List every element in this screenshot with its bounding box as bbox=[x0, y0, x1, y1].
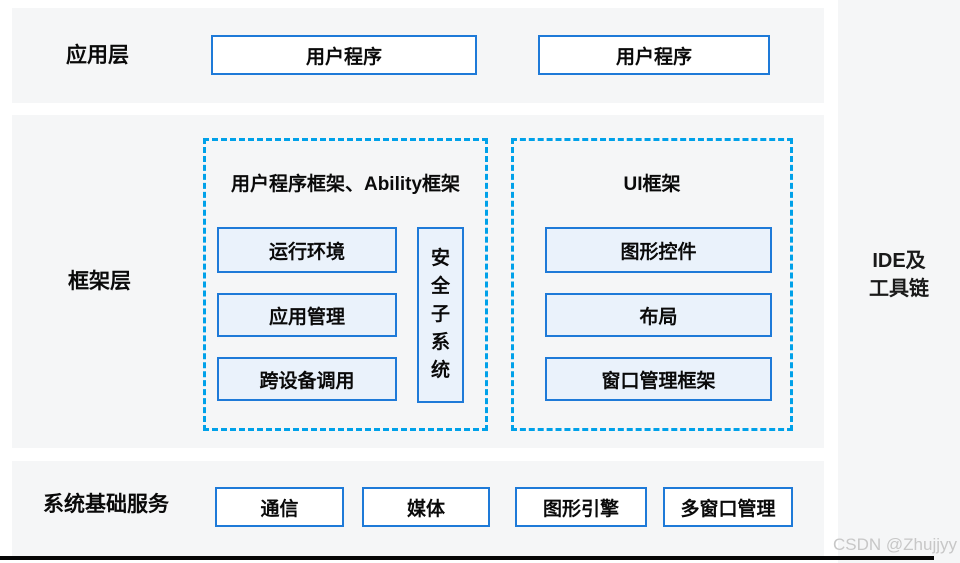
runtime-box: 运行环境 bbox=[217, 227, 397, 273]
security-subsystem-label: 安全子系统 bbox=[430, 248, 450, 381]
toolchain-label: IDE及 工具链 bbox=[838, 247, 960, 303]
ui-framework-title: UI框架 bbox=[623, 174, 681, 195]
toolchain-label-line1: IDE及 bbox=[872, 250, 926, 272]
framework-layer-band: 框架层 用户程序框架、Ability框架 运行环境 应用管理 跨设备调用 安全子… bbox=[12, 115, 824, 448]
media-box: 媒体 bbox=[362, 487, 490, 527]
services-layer-label: 系统基础服务 bbox=[43, 493, 169, 516]
graphics-engine-box: 图形引擎 bbox=[515, 487, 647, 527]
bottom-divider-line bbox=[0, 556, 934, 560]
layout-box: 布局 bbox=[545, 293, 772, 337]
ability-framework-group: 用户程序框架、Ability框架 运行环境 应用管理 跨设备调用 安全子系统 bbox=[203, 138, 488, 431]
communication-box: 通信 bbox=[215, 487, 344, 527]
application-layer-band: 应用层 用户程序 用户程序 bbox=[12, 8, 824, 103]
ability-framework-title: 用户程序框架、Ability框架 bbox=[230, 174, 461, 195]
multi-window-management-box: 多窗口管理 bbox=[663, 487, 793, 527]
application-layer-label: 应用层 bbox=[66, 44, 129, 67]
graphic-controls-box: 图形控件 bbox=[545, 227, 772, 273]
window-management-box: 窗口管理框架 bbox=[545, 357, 772, 401]
user-program-box-2: 用户程序 bbox=[538, 35, 770, 75]
ui-framework-group: UI框架 图形控件 布局 窗口管理框架 bbox=[511, 138, 793, 431]
app-management-box: 应用管理 bbox=[217, 293, 397, 337]
services-layer-band: 系统基础服务 通信 媒体 图形引擎 多窗口管理 bbox=[12, 461, 824, 556]
cross-device-call-box: 跨设备调用 bbox=[217, 357, 397, 401]
csdn-watermark: CSDN @Zhujjyy bbox=[833, 535, 957, 554]
framework-layer-label: 框架层 bbox=[68, 270, 131, 293]
toolchain-column: IDE及 工具链 bbox=[838, 0, 960, 563]
user-program-box-1: 用户程序 bbox=[211, 35, 477, 75]
security-subsystem-box: 安全子系统 bbox=[417, 227, 464, 403]
toolchain-label-line2: 工具链 bbox=[869, 278, 929, 300]
